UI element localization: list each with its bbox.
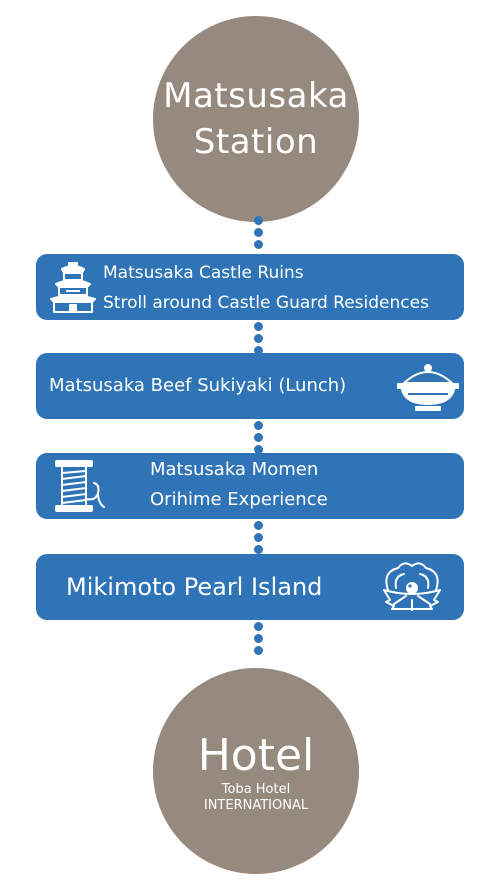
step-beef-sukiyaki-label: Matsusaka Beef Sukiyaki (Lunch): [49, 375, 347, 396]
connector-dot: [253, 545, 263, 554]
connector-dot: [253, 634, 263, 643]
step-pearl-island-label: Mikimoto Pearl Island: [66, 573, 323, 601]
castle-icon: [46, 260, 100, 314]
connector-dot: [253, 445, 263, 454]
start-title-line2: Station: [193, 122, 319, 162]
step-castle-ruins-line2: Stroll around Castle Guard Residences: [103, 293, 429, 313]
connector-dot: [253, 433, 263, 442]
connector-dots: [253, 622, 263, 655]
step-momen-orihime: Matsusaka Momen Orihime Experience: [36, 453, 464, 519]
connector-dots: [253, 421, 263, 454]
pearl-shell-icon: [380, 560, 444, 616]
connector-dot: [253, 646, 263, 655]
connector-dot: [253, 322, 263, 331]
connector-dot: [253, 240, 263, 249]
end-subtitle-line1: Toba Hotel: [221, 782, 291, 797]
step-momen-orihime-line2: Orihime Experience: [150, 489, 328, 510]
step-castle-ruins-line1: Matsusaka Castle Ruins: [103, 263, 304, 283]
end-title: Hotel: [197, 730, 315, 781]
connector-dot: [253, 421, 263, 430]
connector-dot: [253, 334, 263, 343]
end-node: Hotel Toba Hotel INTERNATIONAL: [153, 668, 359, 874]
connector-dots: [253, 322, 263, 355]
step-beef-sukiyaki: Matsusaka Beef Sukiyaki (Lunch): [36, 353, 464, 419]
step-pearl-island: Mikimoto Pearl Island: [36, 554, 464, 620]
connector-dot: [253, 346, 263, 355]
connector-dot: [253, 216, 263, 225]
pot-icon: [396, 363, 460, 411]
step-momen-orihime-line1: Matsusaka Momen: [150, 459, 319, 480]
thread-spool-icon: [52, 459, 116, 515]
connector-dot: [253, 622, 263, 631]
start-node: Matsusaka Station: [153, 16, 359, 222]
start-title-line1: Matsusaka: [163, 76, 349, 116]
connector-dot: [253, 228, 263, 237]
connector-dots: [253, 216, 263, 249]
end-subtitle-line2: INTERNATIONAL: [203, 798, 309, 813]
connector-dot: [253, 521, 263, 530]
connector-dot: [253, 533, 263, 542]
connector-dots: [253, 521, 263, 554]
step-castle-ruins: Matsusaka Castle Ruins Stroll around Cas…: [36, 254, 464, 320]
